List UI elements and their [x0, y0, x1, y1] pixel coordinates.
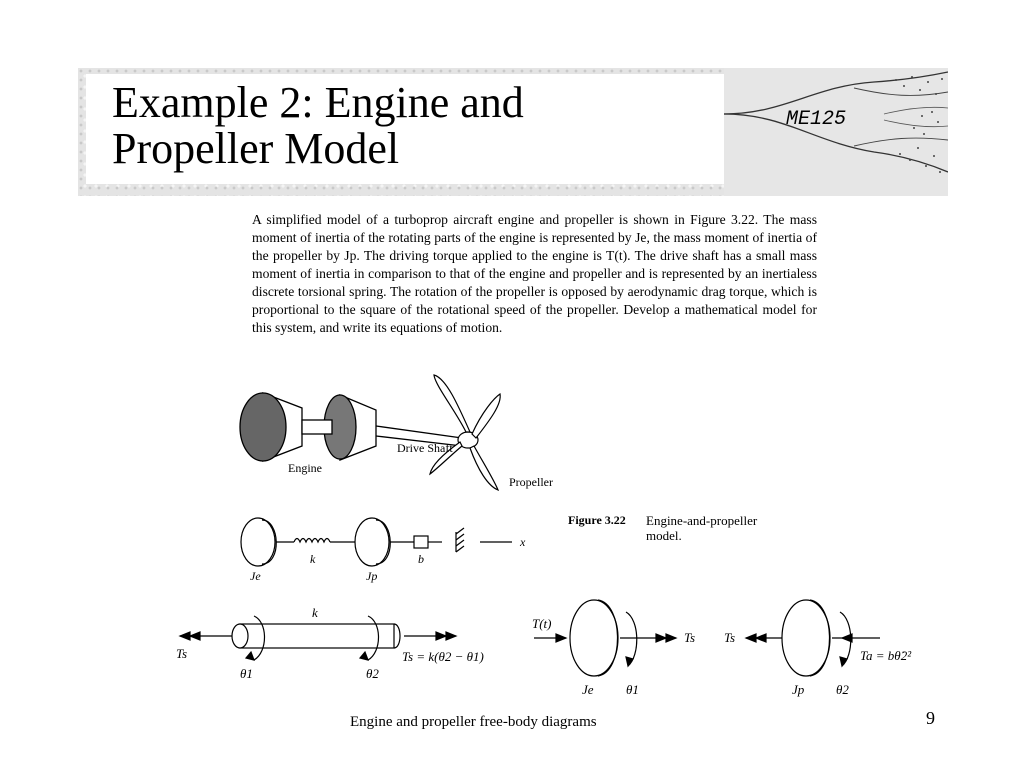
shaft-k-label: k [312, 605, 318, 620]
fbd-caption: Engine and propeller free-body diagrams [350, 714, 597, 730]
drive-shaft-label: Drive Shaft [397, 441, 453, 455]
ts-engine-label: Ts [684, 630, 695, 645]
ts-prop-label: Ts [724, 630, 735, 645]
problem-statement: A simplified model of a turboprop aircra… [252, 212, 817, 335]
figure-number: Figure 3.22 [568, 513, 626, 527]
ta-equation: Ta = bθ̇2² [860, 648, 912, 663]
je-label: Je [250, 569, 261, 583]
je-fbd-label: Je [582, 682, 594, 697]
title-line-2: Propeller Model [112, 124, 400, 173]
propeller-drawing [429, 374, 501, 492]
page-number: 9 [926, 708, 935, 728]
engine-drawing [239, 392, 463, 462]
course-code: ME125 [786, 108, 847, 131]
theta2-label: θ2 [366, 666, 379, 681]
jp-label: Jp [366, 569, 377, 583]
shaft-fbd [178, 615, 458, 661]
caption-line-1: Engine-and-propeller [646, 513, 758, 528]
propeller-fbd [744, 599, 880, 677]
theta1-label: θ1 [240, 666, 253, 681]
ts-left-label: Ts [176, 646, 187, 661]
lumped-model [240, 517, 512, 567]
engine-label: Engine [288, 461, 322, 475]
figure-caption: Engine-and-propeller model. [646, 513, 796, 543]
damper-label: b [418, 552, 424, 566]
ts-equation: Ts = k(θ2 − θ1) [402, 649, 484, 664]
spring-label: k [310, 552, 316, 566]
slide-title: Example 2: Engine and Propeller Model [112, 80, 524, 172]
theta1-engine-label: θ1 [626, 682, 639, 697]
theta2-prop-label: θ2 [836, 682, 849, 697]
torque-input-label: T(t) [532, 616, 552, 631]
propeller-label: Propeller [509, 475, 553, 489]
title-line-1: Example 2: Engine and [112, 78, 524, 127]
caption-line-2: model. [646, 528, 682, 543]
title-box [86, 74, 724, 184]
logo-pattern [724, 68, 948, 196]
engine-fbd [534, 599, 678, 677]
jp-fbd-label: Jp [792, 682, 805, 697]
axis-label: x [519, 535, 526, 549]
